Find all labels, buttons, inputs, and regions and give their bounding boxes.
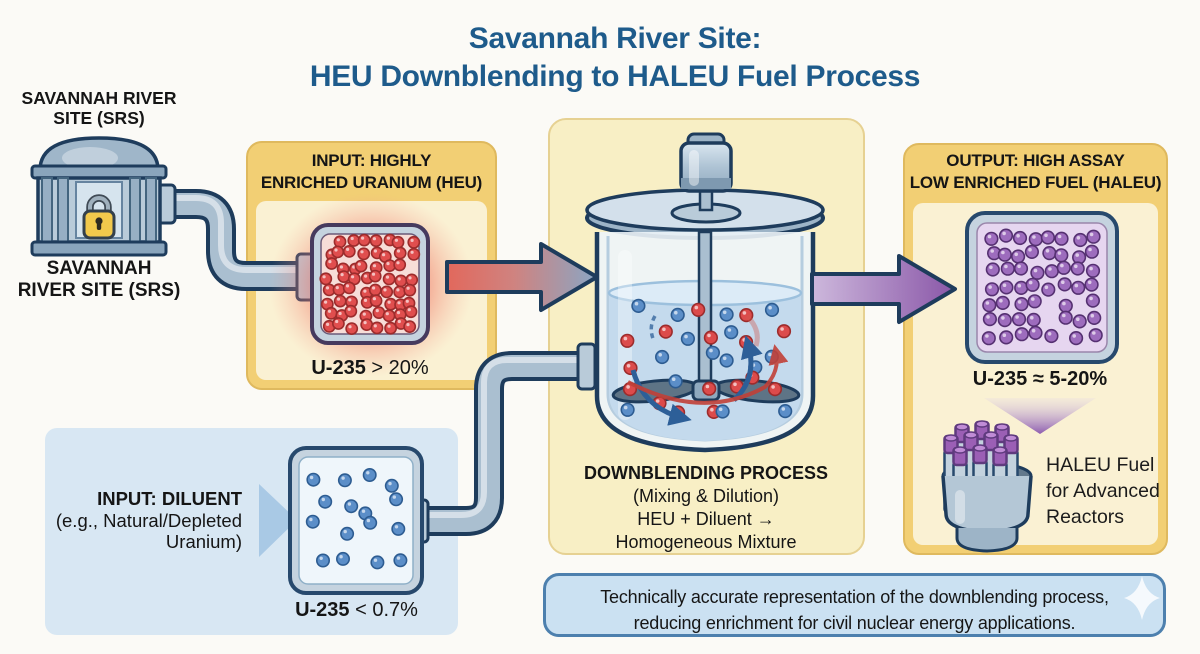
haleu-fuel-label: HALEU Fuel for Advanced Reactors (1046, 454, 1160, 528)
secure-vault-building-icon (30, 136, 168, 257)
srs-label-bottom: SAVANNAH RIVER SITE (SRS) (17, 258, 181, 301)
padlock-icon (82, 194, 116, 240)
diluent-input-label: INPUT: DILUENT (e.g., Natural/Depleted U… (55, 488, 242, 552)
title-line1: Savannah River Site: (468, 22, 762, 55)
process-description: DOWNBLENDING PROCESS (Mixing & Dilution)… (551, 462, 861, 554)
page-title: Savannah River Site: HEU Downblending to… (40, 20, 1190, 96)
process-title: DOWNBLENDING PROCESS (583, 463, 828, 483)
heu-input-header: INPUT: HIGHLY ENRICHED URANIUM (HEU) (260, 151, 483, 192)
heu-enrichment-value: U-235 > 20% (311, 357, 429, 379)
diluent-enrichment-value: U-235 < 0.7% (295, 599, 418, 621)
srs-label-top: SAVANNAH RIVER SITE (SRS) (21, 88, 177, 128)
title-line2: HEU Downblending to HALEU Fuel Process (309, 60, 921, 93)
caption-box (543, 573, 1166, 637)
haleu-enrichment-value: U-235 ≈ 5-20% (972, 368, 1108, 390)
haleu-output-header: OUTPUT: HIGH ASSAY LOW ENRICHED FUEL (HA… (909, 151, 1162, 192)
heu-panel-body (256, 201, 487, 380)
caption-text: Technically accurate representation of t… (600, 587, 1109, 633)
